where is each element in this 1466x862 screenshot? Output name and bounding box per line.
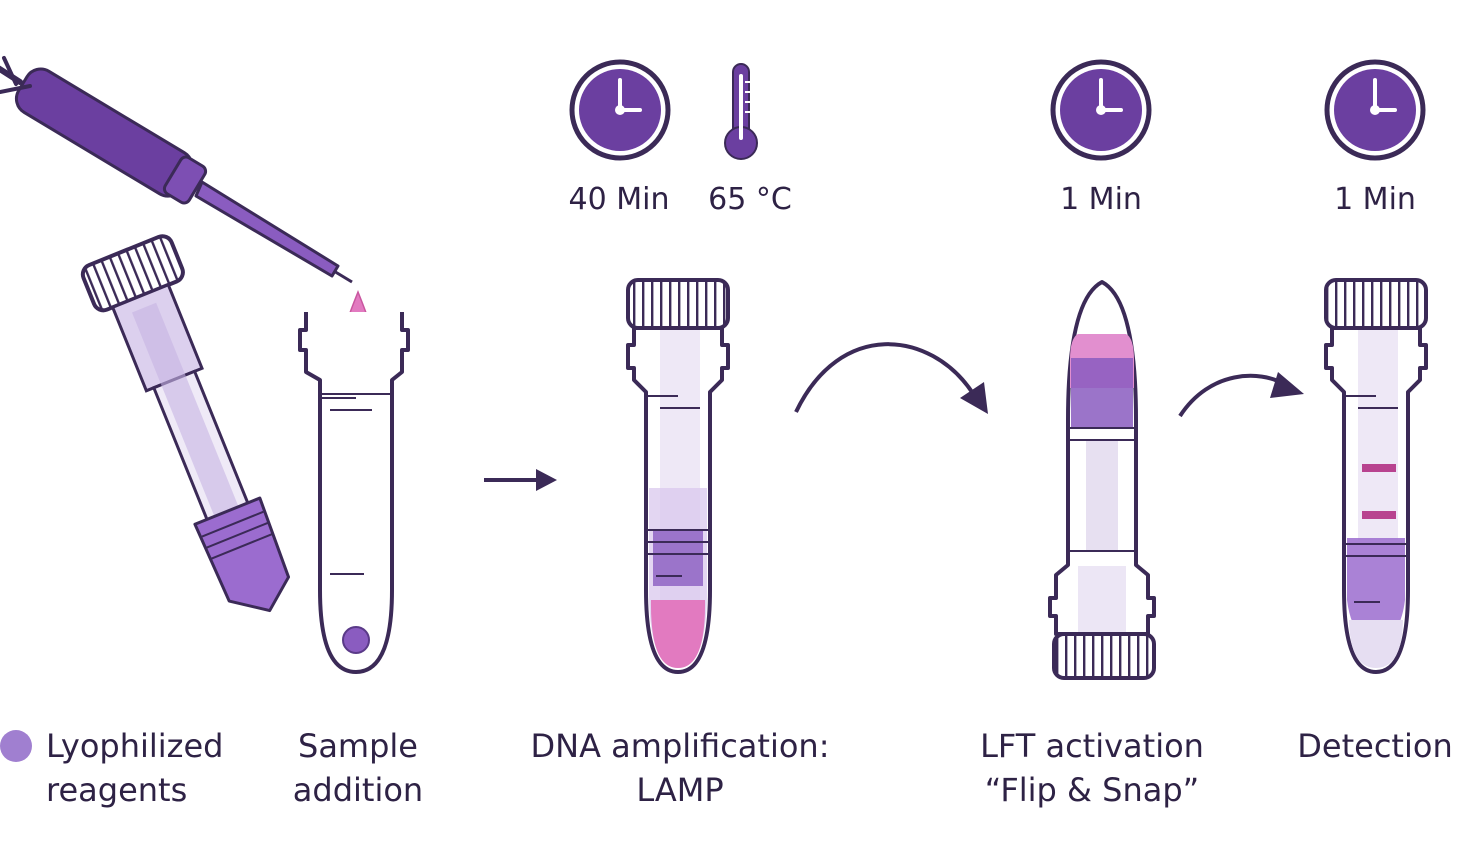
clock-icon bbox=[1050, 59, 1152, 161]
clock-icon bbox=[1324, 59, 1426, 161]
legend-dot bbox=[0, 730, 32, 762]
thermometer-icon bbox=[724, 63, 758, 160]
lamp-time: 40 Min bbox=[568, 182, 670, 217]
pipette-icon bbox=[0, 56, 353, 284]
clock-icon bbox=[569, 59, 671, 161]
tube-icon bbox=[1324, 278, 1428, 674]
legend-label: Lyophilized reagents bbox=[46, 727, 224, 809]
lft-time: 1 Min bbox=[1060, 182, 1142, 217]
curved-arrow-icon bbox=[794, 342, 988, 414]
step-lamp-label: DNA amplification: LAMP bbox=[530, 727, 830, 809]
tube-icon bbox=[626, 278, 730, 674]
curved-arrow-icon bbox=[1178, 372, 1304, 418]
tube-icon bbox=[298, 312, 410, 674]
tube-icon bbox=[1048, 280, 1156, 680]
detection-time: 1 Min bbox=[1334, 182, 1416, 217]
step-detection-label: Detection bbox=[1297, 727, 1453, 765]
step-lft-label: LFT activation “Flip & Snap” bbox=[980, 727, 1204, 809]
arrow-icon bbox=[484, 469, 557, 491]
tube-icon bbox=[80, 234, 291, 613]
lamp-temperature: 65 °C bbox=[708, 182, 792, 217]
step-sample-label: Sample addition bbox=[292, 727, 424, 809]
